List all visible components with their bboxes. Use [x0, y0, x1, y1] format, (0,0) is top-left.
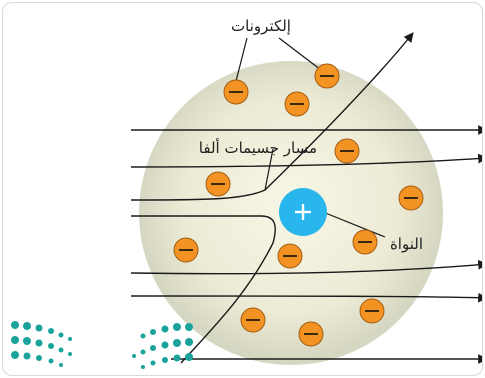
- electron-callout-left: [234, 37, 248, 86]
- alpha-path-3: [130, 32, 414, 201]
- electron: [334, 138, 360, 164]
- alpha-path-label: مسار جسيمات ألفا: [199, 138, 317, 157]
- electron-callout-right: [278, 37, 322, 71]
- electron: [298, 321, 324, 347]
- electron: [240, 307, 266, 333]
- electrons-label: إلكترونات: [231, 17, 291, 35]
- electron: [352, 229, 378, 255]
- electron: [173, 237, 199, 263]
- electron: [398, 185, 424, 211]
- electrons: [173, 63, 424, 347]
- electron: [359, 298, 385, 324]
- alpha-path-6: [130, 292, 482, 303]
- alpha-callout: [264, 148, 274, 191]
- dots-logo: [11, 321, 193, 369]
- electron: [205, 171, 231, 197]
- alpha-path-2: [130, 153, 482, 168]
- callout-lines: [234, 37, 386, 238]
- nucleus-callout: [317, 209, 386, 238]
- electron: [277, 243, 303, 269]
- nucleus: [279, 188, 327, 236]
- alpha-paths: [130, 32, 482, 364]
- electron: [223, 79, 249, 105]
- nucleus-label: النواة: [390, 235, 423, 253]
- rutherford-diagram: إلكترونات مسار جسيمات ألفا النواة: [11, 17, 482, 369]
- alpha-path-4: [131, 215, 276, 364]
- alpha-path-5: [130, 259, 482, 275]
- electron: [284, 91, 310, 117]
- electron: [314, 63, 340, 89]
